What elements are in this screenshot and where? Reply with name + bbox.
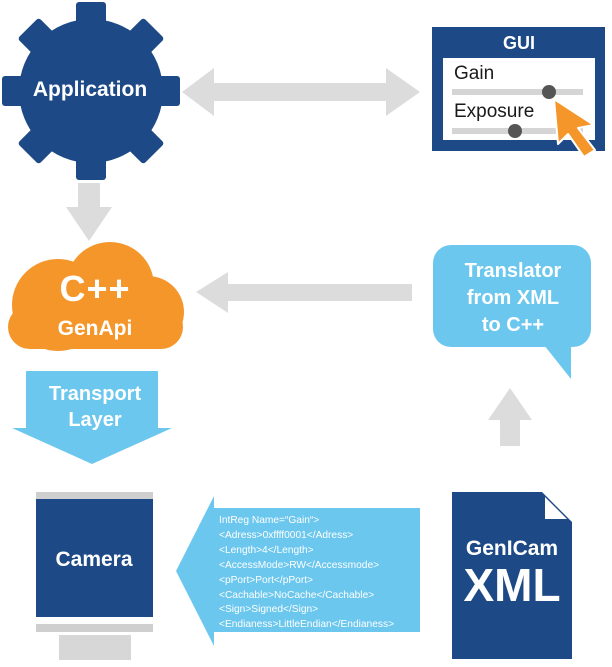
gui-window [432,27,605,158]
genapi-label: GenApi [57,317,133,340]
translator-label: Translator from XML to C++ [464,260,562,336]
gain-slider-knob [542,85,556,99]
cloud-icon [8,242,184,351]
xml-snippet: IntReg Name=“Gain“> <Adress>0xffff0001</… [219,514,419,633]
xml-line: <Endianess>LittleEndian</Endianess> [219,619,395,631]
exposure-slider-knob [508,124,522,138]
xml-line: <Length>4</Length> [219,544,314,556]
cursor-arrow-icon [553,98,596,158]
genicam-label: GenICam [465,537,559,560]
gain-label: Gain [454,63,495,84]
cpp-label: C++ [59,268,131,309]
speech-bubble-icon [433,245,591,379]
monitor-icon [36,492,153,660]
arrow-app-to-genapi [66,183,112,241]
xml-line: <AccessMode>RW</Accessmode> [219,559,380,571]
arrow-translator-to-genapi [196,272,412,313]
gear-icon [2,2,180,180]
xml-line: <Cachable>NoCache</Cachable> [219,589,375,601]
exposure-label: Exposure [454,101,535,122]
arrow-xml-to-translator [488,388,532,446]
xml-line: <pPort>Port</pPort> [219,574,314,586]
transport-layer-arrow [12,371,172,464]
xml-line: <Sign>Signed</Sign> [219,604,319,616]
gain-slider-track [452,89,583,95]
xml-line: <Adress>0xffff0001</Adress> [219,529,354,541]
document-icon [452,492,572,659]
xml-big-label: XML [463,559,561,611]
gui-title: GUI [502,33,535,53]
xml-line: IntReg Name=“Gain“> [219,515,320,526]
camera-label: Camera [55,548,133,571]
xml-snippet-arrow [176,496,420,646]
application-label: Application [32,78,148,101]
transport-layer-label: Transport Layer [48,383,142,431]
double-arrow-app-gui [182,68,420,116]
